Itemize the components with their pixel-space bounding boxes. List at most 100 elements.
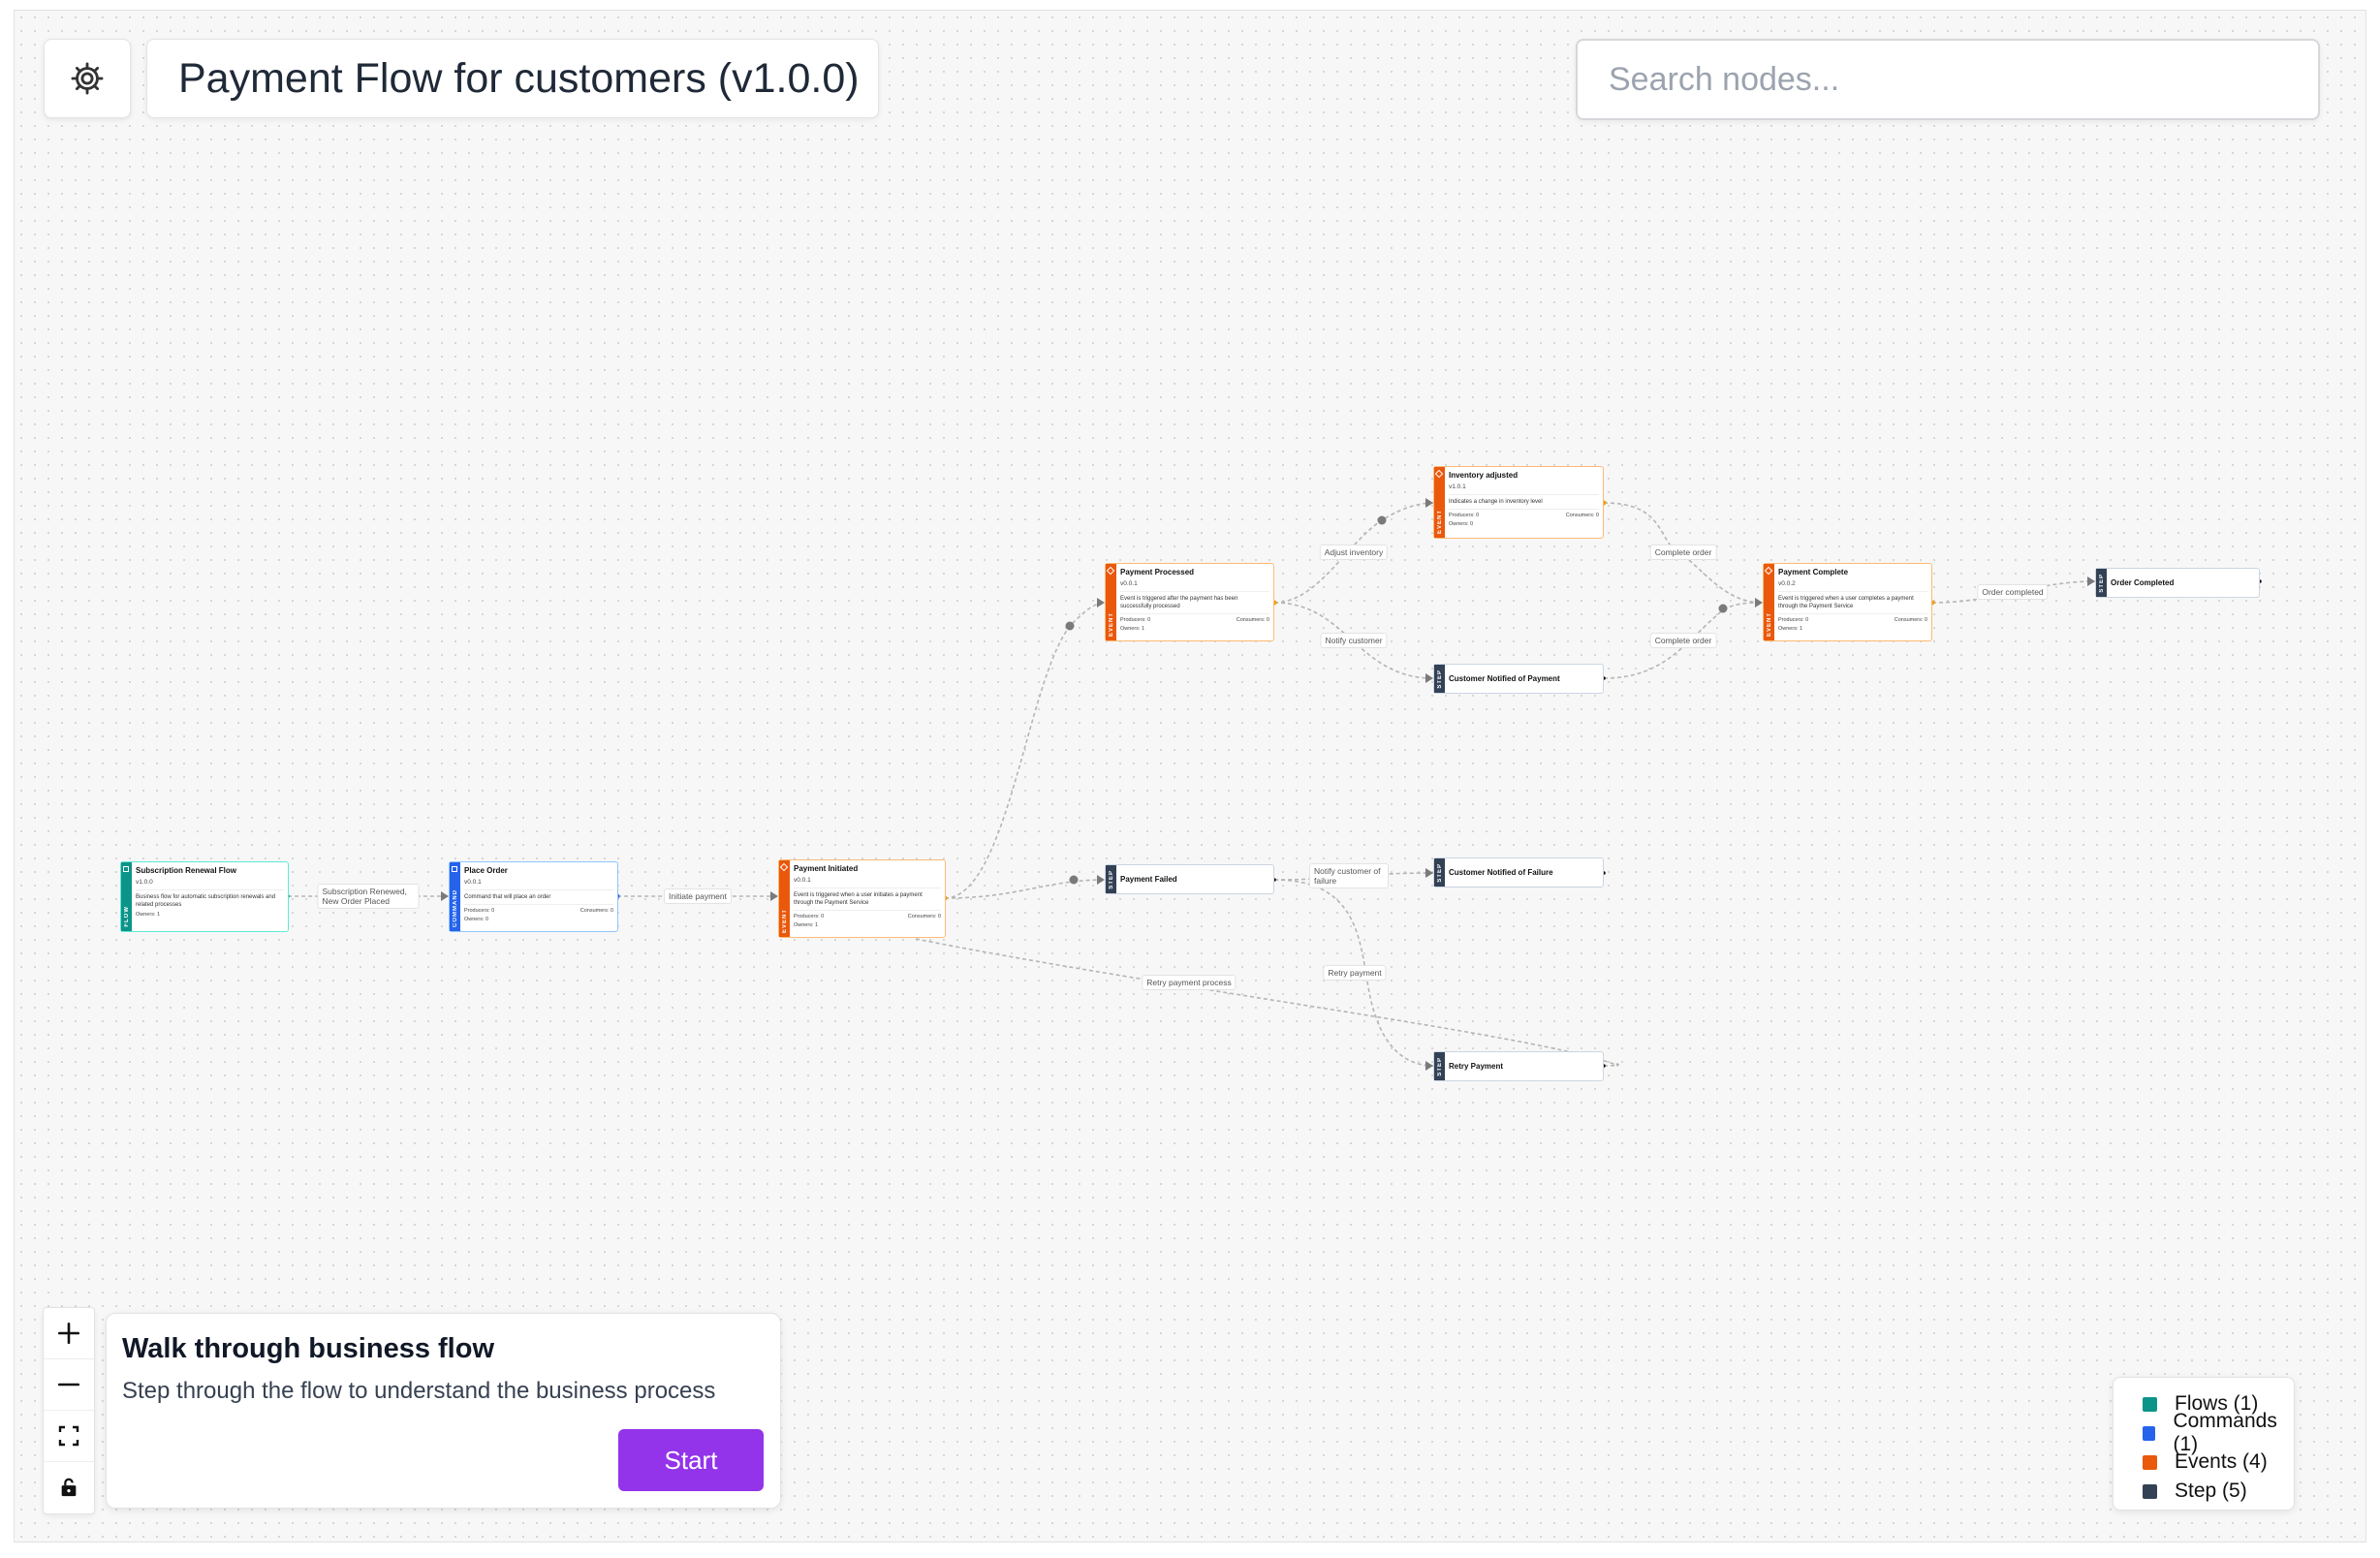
node-subscription-renewal-flow[interactable]: FLOW Subscription Renewal Flow v1.0.0 Bu… [120,861,289,932]
node-description: Event is triggered after the payment has… [1120,591,1269,610]
legend-swatch [2143,1396,2157,1412]
node-description: Event is triggered when a user completes… [1778,591,1927,610]
edge-initiated-processed [944,602,1106,899]
arrowhead [1097,598,1105,608]
node-type-bar: EVENT [779,860,790,937]
node-place-order[interactable]: COMMAND Place Order v0.0.1 Command that … [449,861,618,932]
node-type-bar: STEP [2096,569,2107,597]
edge-label-initiate-payment: Initiate payment [663,888,733,904]
node-type-bar: STEP [1434,665,1445,693]
node-description: Indicates a change in inventory level [1449,494,1599,506]
node-name: Customer Notified of Payment [1449,674,1560,683]
node-order-completed[interactable]: STEP Order Completed [2095,568,2260,598]
gear-icon [71,62,104,95]
search-input[interactable] [1576,39,2320,120]
node-name: Payment Complete [1778,568,1849,576]
fit-view-icon [58,1425,79,1447]
minus-icon [57,1383,80,1387]
node-owners: Owners: 1 [794,922,819,928]
arrowhead [770,891,778,901]
node-version: v0.0.2 [1778,580,1796,587]
event-icon [1106,566,1115,576]
arrowhead [1425,673,1433,683]
lock-button[interactable] [44,1462,94,1512]
legend-item-flows[interactable]: Flows (1) [2143,1389,2294,1418]
node-version: v0.0.1 [464,879,482,886]
zoom-out-button[interactable] [44,1359,94,1411]
edge-processed-inventory [1273,502,1434,604]
node-retry-payment[interactable]: STEP Retry Payment [1433,1051,1604,1081]
command-icon [452,866,457,872]
edge-label-notify-failure: Notify customer of failure [1309,863,1389,888]
legend: Flows (1) Commands (1) Events (4) Step (… [2113,1377,2295,1511]
edge-initiated-retry-process [915,938,1619,1067]
node-type-bar: EVENT [1764,564,1774,640]
node-name: Payment Initiated [794,864,859,873]
node-version: v0.0.1 [1120,580,1138,587]
node-description: Event is triggered when a user initiates… [794,888,941,907]
edge-dot [1377,515,1387,525]
node-owners: Owners: 1 [1778,626,1803,632]
node-type-bar: EVENT [1434,467,1445,538]
node-type-bar: STEP [1434,858,1445,887]
edge-label-notify-customer: Notify customer [1320,633,1388,648]
node-owners: Owners: 0 [1449,521,1474,527]
walkthrough-description: Step through the flow to understand the … [122,1378,716,1404]
node-type-bar: FLOW [121,862,132,931]
arrowhead [1425,498,1433,508]
node-name: Place Order [464,866,508,875]
start-button[interactable]: Start [618,1429,764,1491]
lock-icon [61,1478,77,1497]
edge-label-complete-order-1: Complete order [1649,545,1717,560]
plus-icon [57,1322,80,1345]
node-payment-initiated[interactable]: EVENT Payment Initiated v0.0.1 Event is … [778,859,946,938]
legend-swatch [2143,1425,2156,1441]
edge-label-adjust-inventory: Adjust inventory [1319,545,1389,560]
node-version: v1.0.1 [1449,483,1466,490]
node-payment-failed[interactable]: STEP Payment Failed [1105,864,1274,894]
event-icon [1434,469,1444,479]
zoom-in-button[interactable] [44,1308,94,1359]
legend-item-commands[interactable]: Commands (1) [2143,1410,2294,1455]
node-type-bar: STEP [1434,1052,1445,1080]
walkthrough-title: Walk through business flow [122,1333,494,1364]
settings-button[interactable] [44,39,131,118]
node-payment-processed[interactable]: EVENT Payment Processed v0.0.1 Event is … [1105,563,1274,641]
node-owners: Owners: 0 [464,917,489,922]
fit-view-button[interactable] [44,1411,94,1462]
node-name: Subscription Renewal Flow [136,866,237,875]
arrowhead [1097,875,1105,885]
edge-dot [1718,604,1728,613]
node-version: v0.0.1 [794,877,811,884]
legend-item-events[interactable]: Events (4) [2143,1448,2294,1477]
page-title: Payment Flow for customers (v1.0.0) [146,39,879,118]
arrowhead [1425,868,1433,878]
legend-item-steps[interactable]: Step (5) [2143,1477,2294,1506]
node-inventory-adjusted[interactable]: EVENT Inventory adjusted v1.0.1 Indicate… [1433,466,1604,539]
node-customer-notified-of-failure[interactable]: STEP Customer Notified of Failure [1433,857,1604,888]
node-customer-notified-of-payment[interactable]: STEP Customer Notified of Payment [1433,664,1604,694]
node-payment-complete[interactable]: EVENT Payment Complete v0.0.2 Event is t… [1763,563,1932,641]
legend-swatch [2143,1483,2157,1499]
edge-failed-retry [1273,879,1434,1067]
node-name: Inventory adjusted [1449,471,1519,480]
edge-dot [1069,875,1079,885]
node-name: Retry Payment [1449,1062,1504,1071]
edge-label-retry-payment-process: Retry payment process [1142,975,1237,990]
walkthrough-panel: Walk through business flow Step through … [106,1313,781,1509]
flow-canvas[interactable] [14,10,2366,1542]
edge-label-complete-order-2: Complete order [1649,633,1717,648]
node-name: Payment Processed [1120,568,1195,576]
arrowhead [2087,576,2095,586]
event-icon [1764,566,1773,576]
node-name: Customer Notified of Failure [1449,868,1553,877]
zoom-controls [43,1307,95,1514]
edge-label-subscription: Subscription Renewed, New Order Placed [317,884,420,909]
node-type-bar: COMMAND [450,862,460,931]
node-version: v1.0.0 [136,879,153,886]
